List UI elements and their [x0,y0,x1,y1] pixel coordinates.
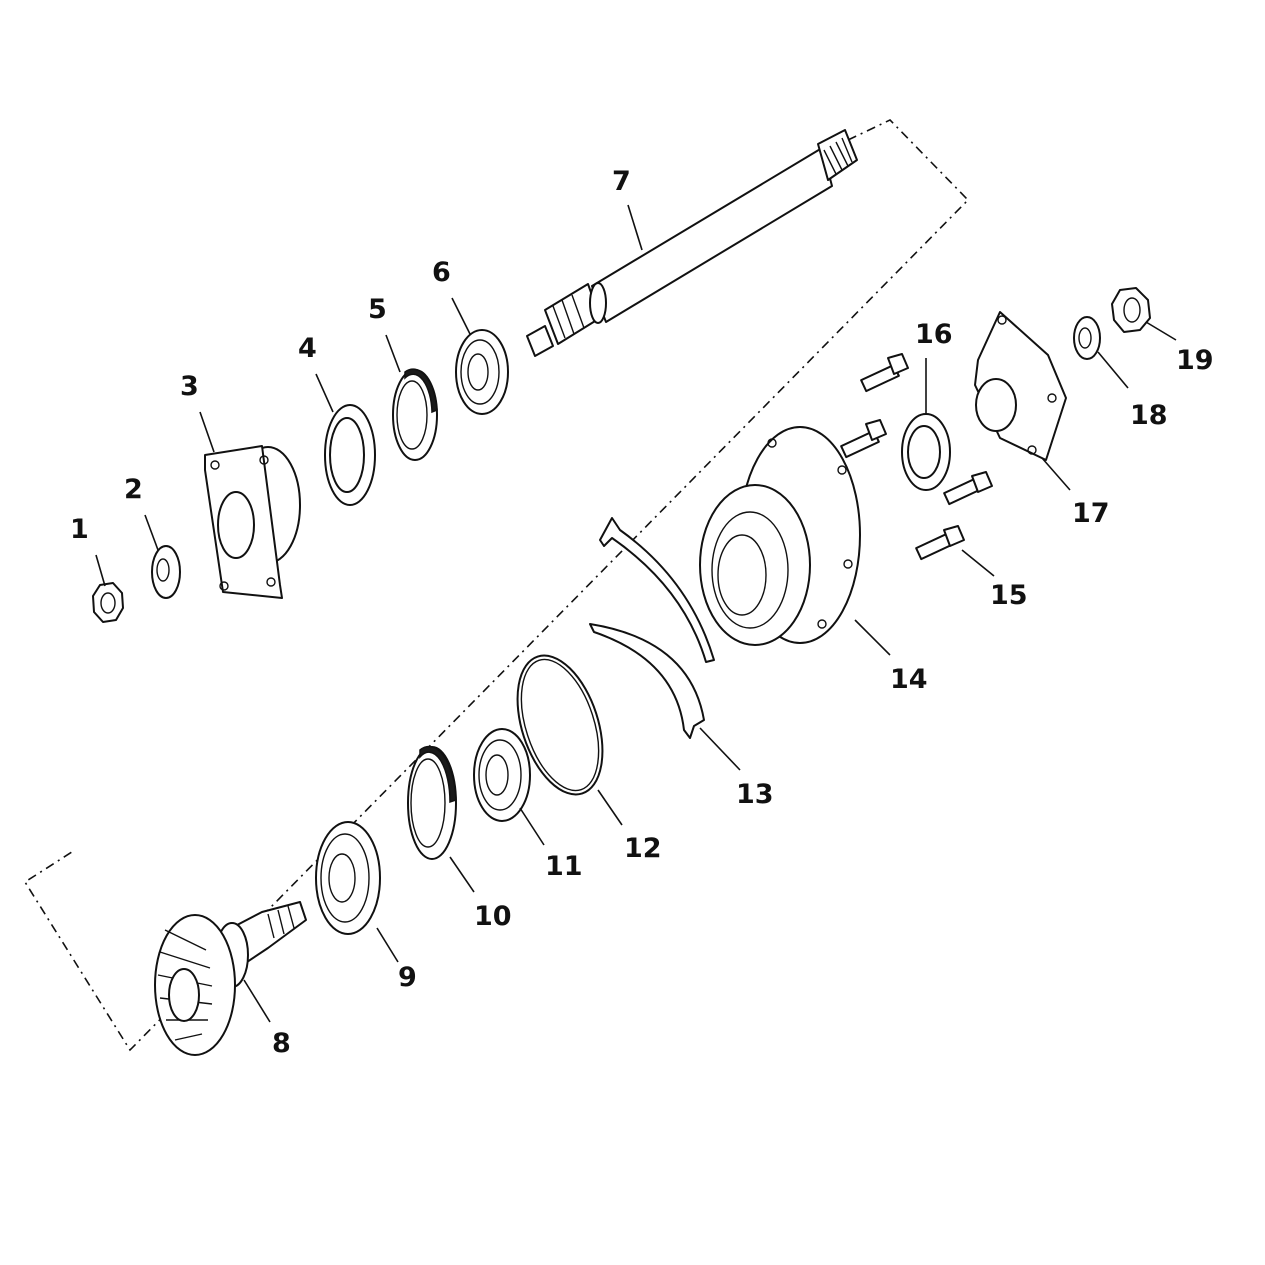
part-11-ball-bearing [473,728,531,822]
part-3-flange [204,445,301,599]
callout-13: 13 [736,779,774,810]
callout-8: 8 [272,1028,291,1059]
part-14-housing [699,426,861,646]
part-17-end-cap [974,311,1067,461]
part-4-seal [324,404,376,506]
part-1-nut [92,582,124,623]
callout-11: 11 [545,851,583,882]
callout-19: 19 [1176,345,1214,376]
part-7-shaft [526,129,858,357]
callout-1: 1 [70,514,89,545]
part-19-nut [1111,287,1151,333]
callout-10: 10 [474,901,512,932]
callout-7: 7 [612,166,631,197]
leader-lines [95,204,1177,1023]
part-2-washer [151,545,181,599]
assembly-boundary-line [23,119,970,1052]
callout-5: 5 [368,294,387,325]
part-15-bolts [915,471,993,561]
part-9-ball-bearing [315,821,381,935]
part-13-shims [589,517,715,739]
callout-16: 16 [915,319,953,350]
callout-12: 12 [624,833,662,864]
part-5-bearing-cage [392,368,438,461]
part-6-ball-bearing [455,329,509,415]
callout-17: 17 [1072,498,1110,529]
callout-15: 15 [990,580,1028,611]
callout-3: 3 [180,371,199,402]
callout-6: 6 [432,257,451,288]
callout-labels: 1 2 3 4 5 6 7 8 9 10 11 12 13 14 15 16 1… [70,166,1214,1059]
part-10-bearing-cage [407,745,457,860]
part-18-washer [1073,316,1101,360]
callout-14: 14 [890,664,928,695]
part-16-bolts-seal [840,353,951,491]
callout-18: 18 [1130,400,1168,431]
callout-4: 4 [298,333,317,364]
part-8-bevel-gear [154,901,307,1056]
part-12-o-ring [516,654,604,796]
callout-9: 9 [398,962,417,993]
callout-2: 2 [124,474,143,505]
